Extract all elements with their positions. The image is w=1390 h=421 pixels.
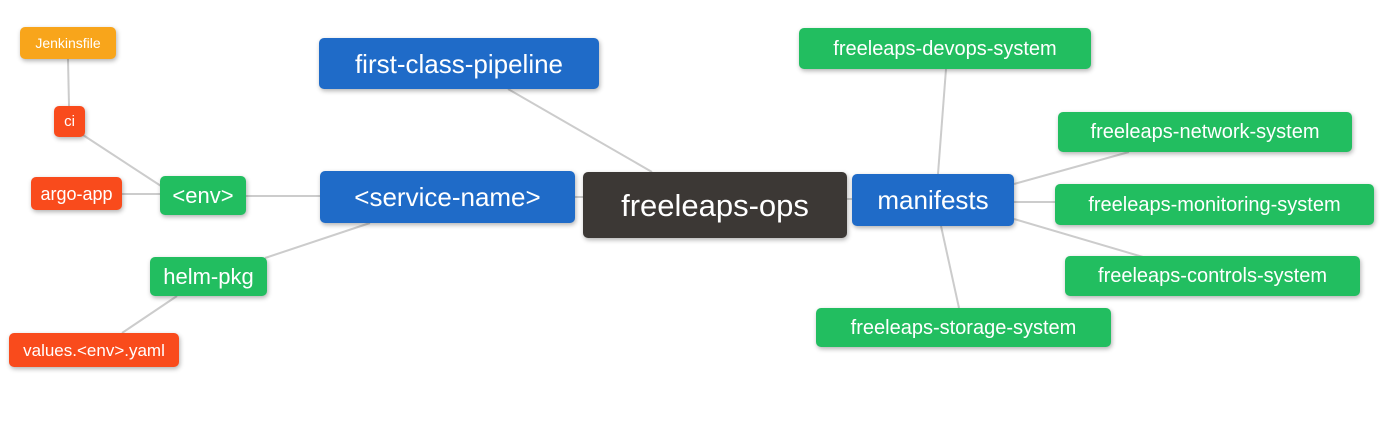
node-freeleaps-controls-system[interactable]: freeleaps-controls-system [1065,256,1360,296]
node-env[interactable]: <env> [160,176,246,215]
node-manifests[interactable]: manifests [852,174,1014,226]
edge-manifests-network-system [1013,151,1130,185]
node-jenkinsfile[interactable]: Jenkinsfile [20,27,116,59]
edge-manifests-devops-system [937,68,947,175]
node-argo-app[interactable]: argo-app [31,177,122,210]
edge-service-name-helm-pkg [264,222,371,259]
node-freeleaps-devops-system[interactable]: freeleaps-devops-system [799,28,1091,69]
node-first-class-pipeline[interactable]: first-class-pipeline [319,38,599,89]
node-freeleaps-network-system[interactable]: freeleaps-network-system [1058,112,1352,152]
edge-helm-pkg-values-env-yaml [121,295,178,334]
edge-manifests-storage-system [940,225,960,309]
node-freeleaps-monitoring-system[interactable]: freeleaps-monitoring-system [1055,184,1374,225]
edge-first-class-pipeline-freeleaps-ops [507,88,653,173]
node-ci[interactable]: ci [54,106,85,137]
edge-jenkinsfile-ci [67,58,70,107]
node-freeleaps-ops-root[interactable]: freeleaps-ops [583,172,847,238]
node-freeleaps-storage-system[interactable]: freeleaps-storage-system [816,308,1111,347]
node-service-name[interactable]: <service-name> [320,171,575,223]
node-values-env-yaml[interactable]: values.<env>.yaml [9,333,179,367]
node-helm-pkg[interactable]: helm-pkg [150,257,267,296]
